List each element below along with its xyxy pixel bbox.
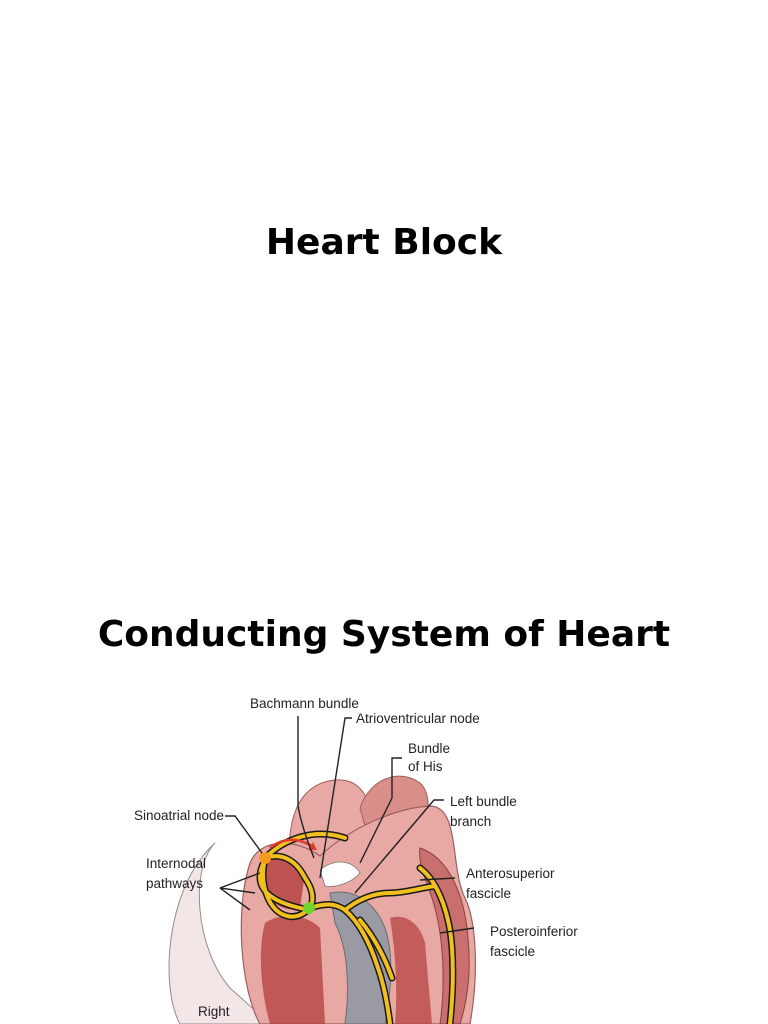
slide-title-heart-block: Heart Block (265, 222, 503, 263)
label-internodal-line1: Internodal (146, 856, 206, 871)
label-anterosuperior-line1: Anterosuperior (466, 866, 555, 881)
label-left-bundle-line2: branch (450, 814, 491, 829)
label-bundle-his-line1: Bundle (408, 741, 450, 756)
label-right: Right (198, 1004, 230, 1019)
label-bundle-his-line2: of His (408, 759, 443, 774)
av-node (303, 902, 315, 914)
leader-lines (219, 716, 475, 934)
label-posteroinferior-line2: fascicle (490, 944, 535, 959)
right-ventricle-muscle (260, 916, 325, 1024)
slide-title-conducting-system: Conducting System of Heart (97, 614, 671, 655)
sa-node (259, 852, 271, 864)
label-anterosuperior-line2: fascicle (466, 886, 511, 901)
label-internodal-line2: pathways (146, 876, 203, 891)
conducting-system-diagram: Bachmann bundle Atrioventricular node Bu… (120, 688, 660, 1024)
label-left-bundle-line1: Left bundle (450, 794, 517, 809)
label-sinoatrial-node: Sinoatrial node (134, 808, 224, 823)
right-atrium-outline (168, 842, 271, 1024)
conduction-pathways (256, 830, 457, 1024)
label-posteroinferior-line1: Posteroinferior (490, 924, 578, 939)
label-bachmann-bundle: Bachmann bundle (250, 696, 359, 711)
left-ventricle-wall (419, 847, 470, 1024)
membranous-septum (319, 861, 361, 887)
label-atrioventricular-node: Atrioventricular node (356, 711, 480, 726)
left-ventricle-muscle (390, 916, 432, 1024)
